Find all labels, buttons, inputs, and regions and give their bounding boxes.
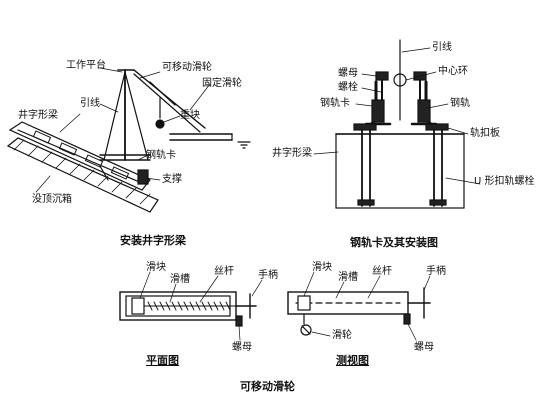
panel-a-crane: [6, 67, 251, 213]
cross-beam-block: [335, 133, 465, 209]
caption-panel-c: 可移动滑轮: [240, 380, 295, 393]
label-center-ring: 中心环: [438, 66, 468, 77]
label-pulley-side: 滑轮: [332, 330, 352, 341]
label-handle-plan: 手柄: [258, 270, 278, 281]
panel-b-rail-clamp: [313, 39, 481, 209]
label-u-bolt: U 形扣轨螺栓: [474, 176, 535, 187]
label-lead-wire-a: 引线: [80, 98, 100, 109]
label-nut-plan: 螺母: [232, 342, 252, 353]
label-work-platform: 工作平台: [66, 60, 106, 71]
label-weight: 重块: [180, 110, 200, 121]
caption-side: 测视图: [336, 354, 369, 367]
label-groove-plan: 滑槽: [170, 274, 190, 285]
support-block: [137, 169, 149, 185]
label-screw-rod-plan: 丝杆: [214, 266, 234, 277]
caisson-shape: [6, 137, 159, 213]
label-movable-pulley: 可移动滑轮: [162, 62, 212, 73]
caption-panel-b: 钢轨卡及其安装图: [350, 236, 438, 249]
label-rail: 钢轨: [450, 98, 470, 109]
label-caisson: 没顶沉箱: [32, 194, 72, 205]
label-cross-beam-b: 井字形梁: [272, 148, 312, 159]
label-rail-plate: 轨扣板: [470, 128, 500, 139]
label-cross-beam-a: 井字形梁: [18, 110, 58, 121]
caption-plan: 平面图: [146, 354, 179, 367]
panel-c-side: [287, 271, 431, 341]
label-groove-side: 滑槽: [338, 272, 358, 283]
caption-panel-a: 安装井字形梁: [120, 234, 186, 247]
label-rail-clamp-b: 钢轨卡: [320, 98, 350, 109]
label-slider-side: 滑块: [312, 262, 332, 273]
label-fixed-pulley: 固定滑轮: [202, 78, 242, 89]
label-support: 支撑: [162, 174, 182, 185]
panel-c-plan: [119, 271, 263, 341]
label-slider-plan: 滑块: [146, 262, 166, 273]
label-bolt-b: 螺栓: [338, 82, 358, 93]
label-lead-wire-b: 引线: [432, 42, 452, 53]
label-nut-b: 螺母: [338, 68, 358, 79]
label-rail-clamp-a: 钢轨卡: [146, 150, 176, 161]
label-handle-side: 手柄: [426, 266, 446, 277]
label-screw-rod-side: 丝杆: [372, 266, 392, 277]
label-nut-side: 螺母: [414, 342, 434, 353]
